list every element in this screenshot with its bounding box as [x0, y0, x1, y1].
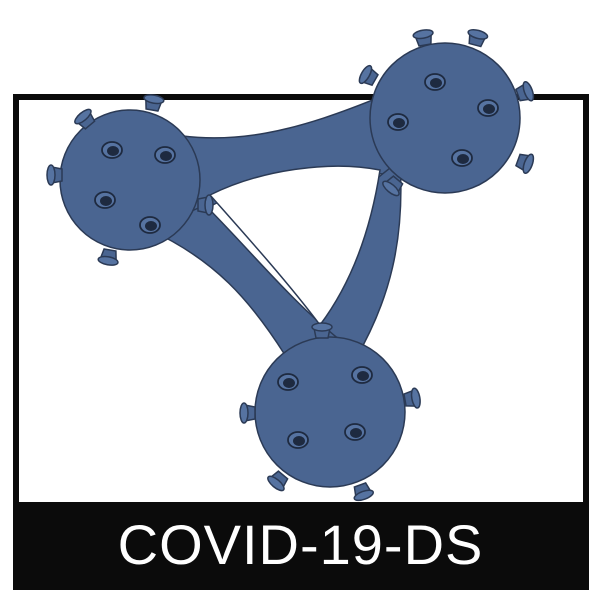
logo-caption: COVID-19-DS [117, 513, 484, 576]
membrane-gap [208, 165, 381, 327]
virus-particle-top-right [356, 27, 537, 199]
virus-particle-bottom [239, 322, 423, 504]
virus-particle-top-left [46, 92, 214, 268]
caption-band: COVID-19-DS [13, 502, 588, 588]
